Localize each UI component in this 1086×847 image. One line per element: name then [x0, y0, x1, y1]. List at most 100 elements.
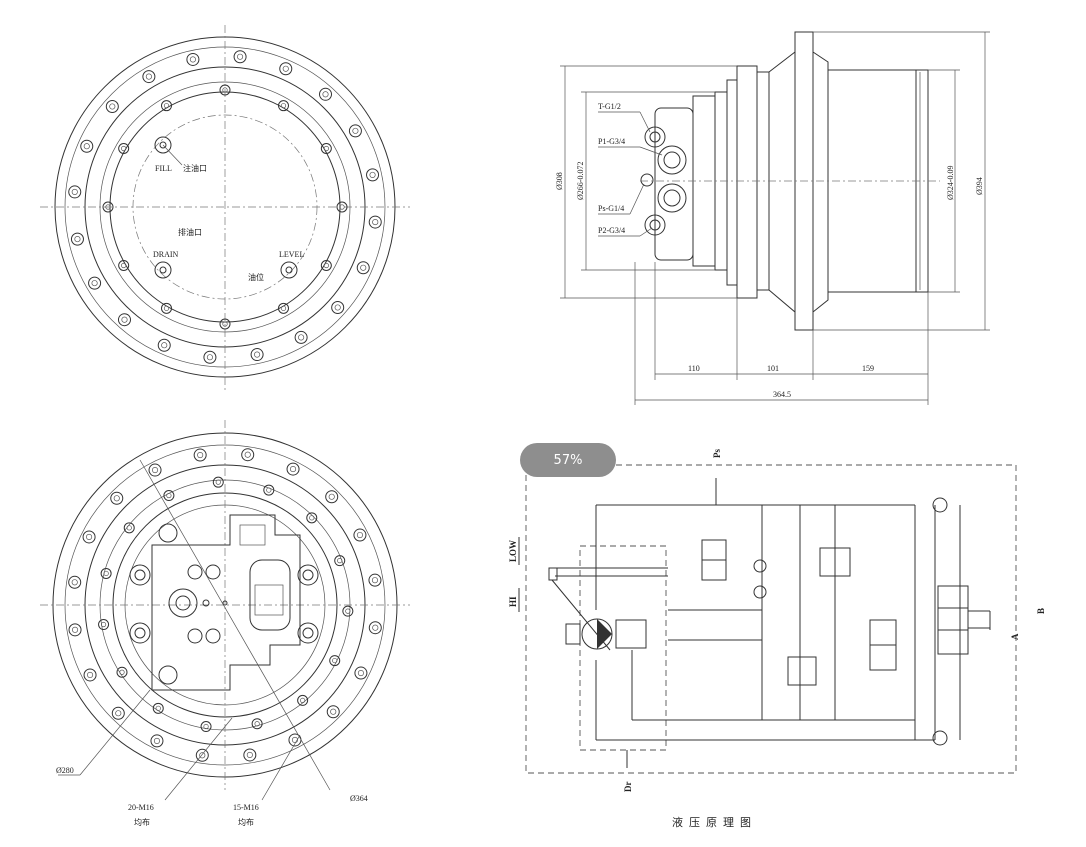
- bolt-hole: [82, 530, 96, 544]
- dim-364-5: 364.5: [773, 390, 791, 399]
- bolt-hole: [251, 718, 263, 730]
- bolt-hole-core: [71, 626, 79, 633]
- bolt-hole-core: [222, 87, 228, 93]
- bolt-hole-core: [145, 73, 152, 80]
- port-t-label: T-G1/2: [598, 102, 621, 111]
- bolt-hole: [118, 143, 130, 154]
- port-a-label: A: [1010, 633, 1020, 640]
- bolt-hole: [320, 260, 332, 271]
- bolt-hole: [286, 462, 300, 476]
- bolt-hole: [368, 573, 382, 587]
- bolt-hole-core: [206, 354, 213, 361]
- bolt-hole: [368, 621, 382, 635]
- bolt-hole: [250, 348, 264, 362]
- port-ps-label: Ps-G1/4: [598, 204, 624, 213]
- bolt-hole-core: [266, 487, 272, 493]
- bolt-hole: [88, 276, 102, 290]
- bolt-hole: [233, 50, 247, 64]
- bolt-hole: [83, 668, 97, 682]
- bolt-hole: [326, 705, 340, 719]
- zoom-level-indicator[interactable]: 57%: [520, 443, 616, 477]
- dim-159: 159: [862, 364, 874, 373]
- bolt-hole-core: [203, 723, 209, 730]
- dim-d308: Ø308: [555, 172, 564, 190]
- mid-bolt-holes: [98, 476, 354, 733]
- bolt-hole: [243, 748, 257, 762]
- bolt-hole-core: [254, 351, 261, 358]
- bolt-hole: [356, 261, 370, 275]
- bolt-hole: [241, 448, 255, 462]
- level-cn-label: 油位: [248, 272, 264, 282]
- bolt-hole-core: [86, 533, 93, 541]
- bolt-hole-core: [113, 495, 120, 502]
- bolt-hole: [70, 232, 84, 246]
- holes-20-uniform: 均布: [134, 817, 150, 827]
- bolt-hole: [319, 87, 333, 101]
- bolt-hole: [348, 124, 362, 138]
- bolt-hole-core: [87, 671, 94, 679]
- outer-bolt-holes: [68, 50, 382, 364]
- bolt-hole: [142, 70, 156, 84]
- hydraulic-schematic: Ps: [508, 449, 1046, 829]
- bolt-hole-core: [161, 342, 168, 349]
- bolt-hole-core: [151, 467, 159, 474]
- low-label: LOW: [508, 540, 518, 562]
- bolt-hole: [80, 139, 94, 153]
- bolt-hole: [118, 260, 130, 271]
- dim-101: 101: [767, 364, 779, 373]
- holes-15-uniform: 均布: [238, 817, 254, 827]
- fill-cn-label: 注油口: [183, 163, 207, 173]
- bolt-hole: [219, 84, 231, 96]
- bolt-hole-core: [352, 127, 359, 134]
- bolt-hole-core: [83, 143, 90, 150]
- dim-d324: Ø324-0.09: [946, 166, 955, 200]
- bolt-hole: [68, 185, 82, 199]
- bolt-hole-core: [246, 751, 253, 759]
- outer-bolt-holes: [68, 448, 382, 762]
- bolt-hole-core: [121, 145, 127, 152]
- bolt-hole-core: [369, 171, 376, 178]
- bolt-hole-core: [163, 103, 170, 109]
- bolt-hole-core: [126, 525, 132, 531]
- bolt-hole-core: [357, 669, 364, 677]
- bolt-hole-core: [197, 451, 204, 459]
- bolt-hole-core: [280, 305, 287, 311]
- bolt-hole: [68, 575, 82, 589]
- holes-15-m16: 15-M16: [233, 803, 259, 812]
- bolt-hole-core: [334, 304, 341, 311]
- bolt-hole-core: [215, 479, 221, 485]
- bolt-hole-core: [337, 558, 343, 564]
- bolt-hole-core: [371, 577, 379, 584]
- bolt-hole-core: [323, 145, 329, 152]
- bolt-hole: [279, 62, 293, 76]
- bolt-hole-core: [339, 204, 345, 210]
- bolt-hole-core: [345, 608, 351, 614]
- bolt-hole: [336, 201, 348, 213]
- bolt-hole-core: [372, 624, 379, 631]
- bolt-hole: [123, 522, 135, 534]
- bolt-hole: [354, 666, 368, 680]
- bolt-hole: [200, 721, 212, 733]
- bolt-hole: [342, 605, 354, 617]
- schematic-caption: 液压原理图: [672, 815, 757, 829]
- bolt-hole: [117, 313, 131, 327]
- bolt-hole: [353, 528, 367, 542]
- bolt-hole: [195, 748, 209, 762]
- bolt-hole-core: [100, 621, 107, 628]
- bolt-hole-core: [71, 188, 78, 195]
- bolt-hole: [278, 302, 289, 314]
- bolt-hole-core: [372, 219, 379, 226]
- bolt-hole: [98, 619, 110, 631]
- bolt-hole: [294, 330, 308, 344]
- bolt-hole-core: [322, 91, 329, 98]
- bolt-hole-core: [300, 697, 306, 704]
- bolt-hole: [100, 567, 112, 579]
- bolt-hole: [186, 52, 200, 66]
- bolt-hole-core: [237, 53, 244, 60]
- bolt-hole-core: [330, 708, 337, 715]
- bolt-hole: [161, 302, 172, 314]
- bolt-hole: [366, 168, 380, 182]
- bolt-hole: [331, 301, 345, 315]
- bolt-hole-core: [71, 579, 78, 586]
- drain-label: DRAIN: [153, 250, 179, 259]
